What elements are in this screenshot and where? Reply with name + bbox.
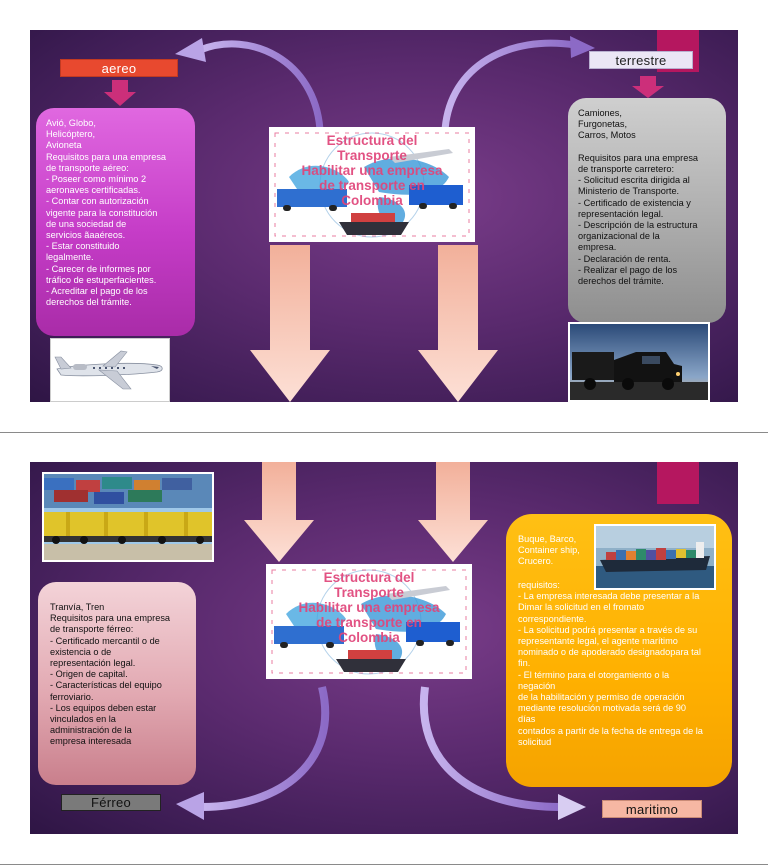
semi-truck-icon [570,324,708,400]
corner-tab [657,462,699,504]
terrestre-info-text: Camiones, Furgonetas, Carros, Motos Requ… [578,108,699,287]
separator-line-top [0,432,768,433]
curved-arrow-to-ferreo [176,686,330,820]
down-arrow-left [250,245,330,402]
aereo-label: aereo [60,59,178,77]
container-ship-photo [594,524,716,590]
world-map-transport-collage [266,564,472,679]
semi-truck-photo [568,322,710,402]
slide-ferreo-maritimo: Tranvía, Tren Requisitos para una empres… [30,462,738,834]
terrestre-info-box: Camiones, Furgonetas, Carros, Motos Requ… [568,98,726,323]
freight-train-photo [42,472,214,562]
jet-airplane-icon [51,339,169,401]
curved-arrow-to-aereo [175,38,324,131]
terrestre-down-arrow [632,76,664,98]
down-arrow-right [418,245,498,402]
freight-train-icon [44,474,212,560]
world-map-transport-collage [269,127,475,242]
ferreo-label: Férreo [61,794,161,811]
separator-line-bottom [0,864,768,865]
ferreo-info-box: Tranvía, Tren Requisitos para una empres… [38,582,196,785]
slide-aereo-terrestre: aereo terrestre Avió, Globo, Helicóptero… [30,30,738,402]
maritimo-info-box: Buque, Barco, Container ship, Crucero. r… [506,514,732,787]
maritimo-vessel-text: Buque, Barco, Container ship, Crucero. [518,534,580,567]
container-ship-icon [596,526,714,588]
down-arrow-left [244,462,314,562]
maritimo-info-text: requisitos: - La empresa interesada debe… [518,580,703,747]
curved-arrow-to-maritimo [419,686,586,820]
aereo-info-box: Avió, Globo, Helicóptero, Avioneta Requi… [36,108,195,336]
center-title-card: Estructura del Transporte Habilitar una … [269,127,475,242]
curved-arrow-to-terrestre [441,36,595,131]
jet-airplane-photo [50,338,170,402]
center-title-text: Estructura del Transporte Habilitar una … [298,570,440,645]
maritimo-label: maritimo [602,800,702,818]
center-title-card: Estructura del Transporte Habilitar una … [266,564,472,679]
center-title-text: Estructura del Transporte Habilitar una … [301,133,443,208]
aereo-info-text: Avió, Globo, Helicóptero, Avioneta Requi… [46,118,167,308]
aereo-down-arrow [104,80,136,106]
terrestre-label: terrestre [589,51,693,69]
ferreo-info-text: Tranvía, Tren Requisitos para una empres… [50,602,171,747]
down-arrow-right [418,462,488,562]
